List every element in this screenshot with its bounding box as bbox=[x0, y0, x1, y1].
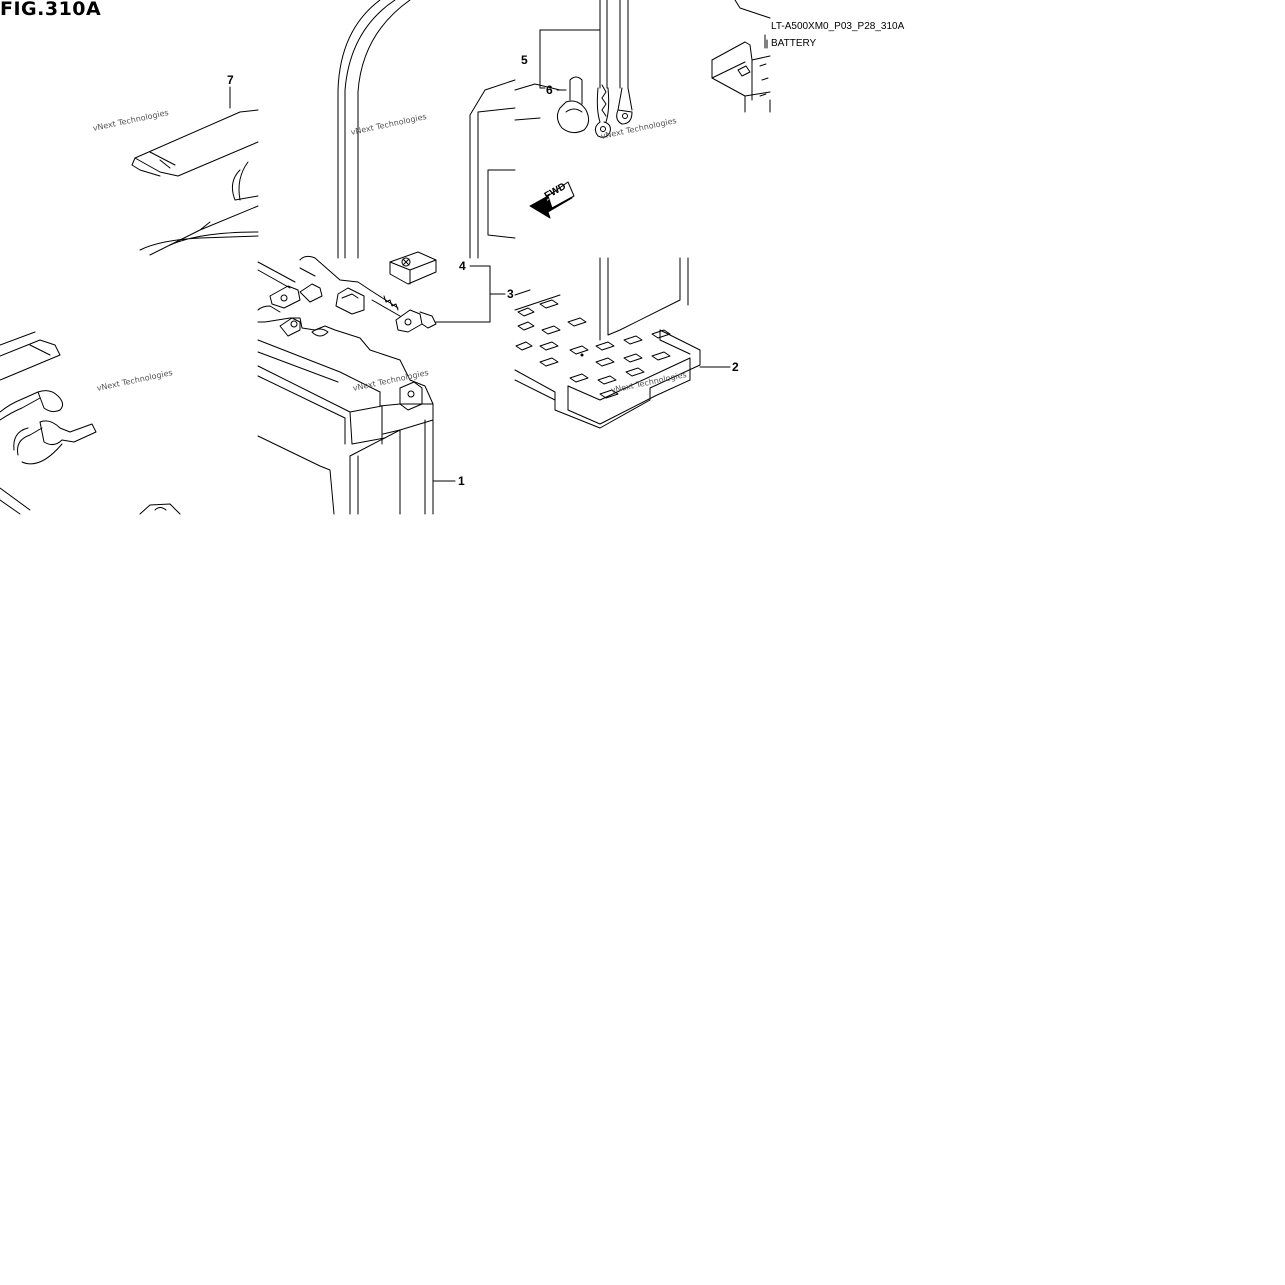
callout-7: 7 bbox=[227, 73, 234, 87]
fwd-arrow-icon bbox=[529, 181, 575, 219]
section-title: BATTERY bbox=[771, 38, 817, 49]
cables-and-battery-top-illustration bbox=[337, 0, 516, 259]
terminal-cap-illustration bbox=[389, 251, 437, 285]
battery-body-illustration bbox=[257, 305, 434, 515]
callout-4: 4 bbox=[459, 259, 466, 273]
lower-left-cables-illustration bbox=[0, 331, 181, 515]
battery-strap-illustration bbox=[131, 109, 259, 256]
callout-5: 5 bbox=[521, 53, 528, 67]
cable-harness-illustration bbox=[257, 255, 437, 333]
tray-thumbnail-illustration bbox=[711, 0, 771, 113]
callout-1: 1 bbox=[458, 474, 465, 488]
callout-2: 2 bbox=[732, 360, 739, 374]
callout-leaders bbox=[229, 29, 768, 482]
callout-6: 6 bbox=[546, 83, 553, 97]
tray-slots bbox=[515, 299, 671, 399]
figure-title: FIG.310A bbox=[0, 0, 102, 20]
drawing-code: LT-A500XM0_P03_P28_310A bbox=[771, 21, 905, 32]
battery-tray-illustration bbox=[514, 257, 701, 429]
callout-3: 3 bbox=[507, 287, 514, 301]
terminal-cables-illustration bbox=[514, 0, 633, 138]
